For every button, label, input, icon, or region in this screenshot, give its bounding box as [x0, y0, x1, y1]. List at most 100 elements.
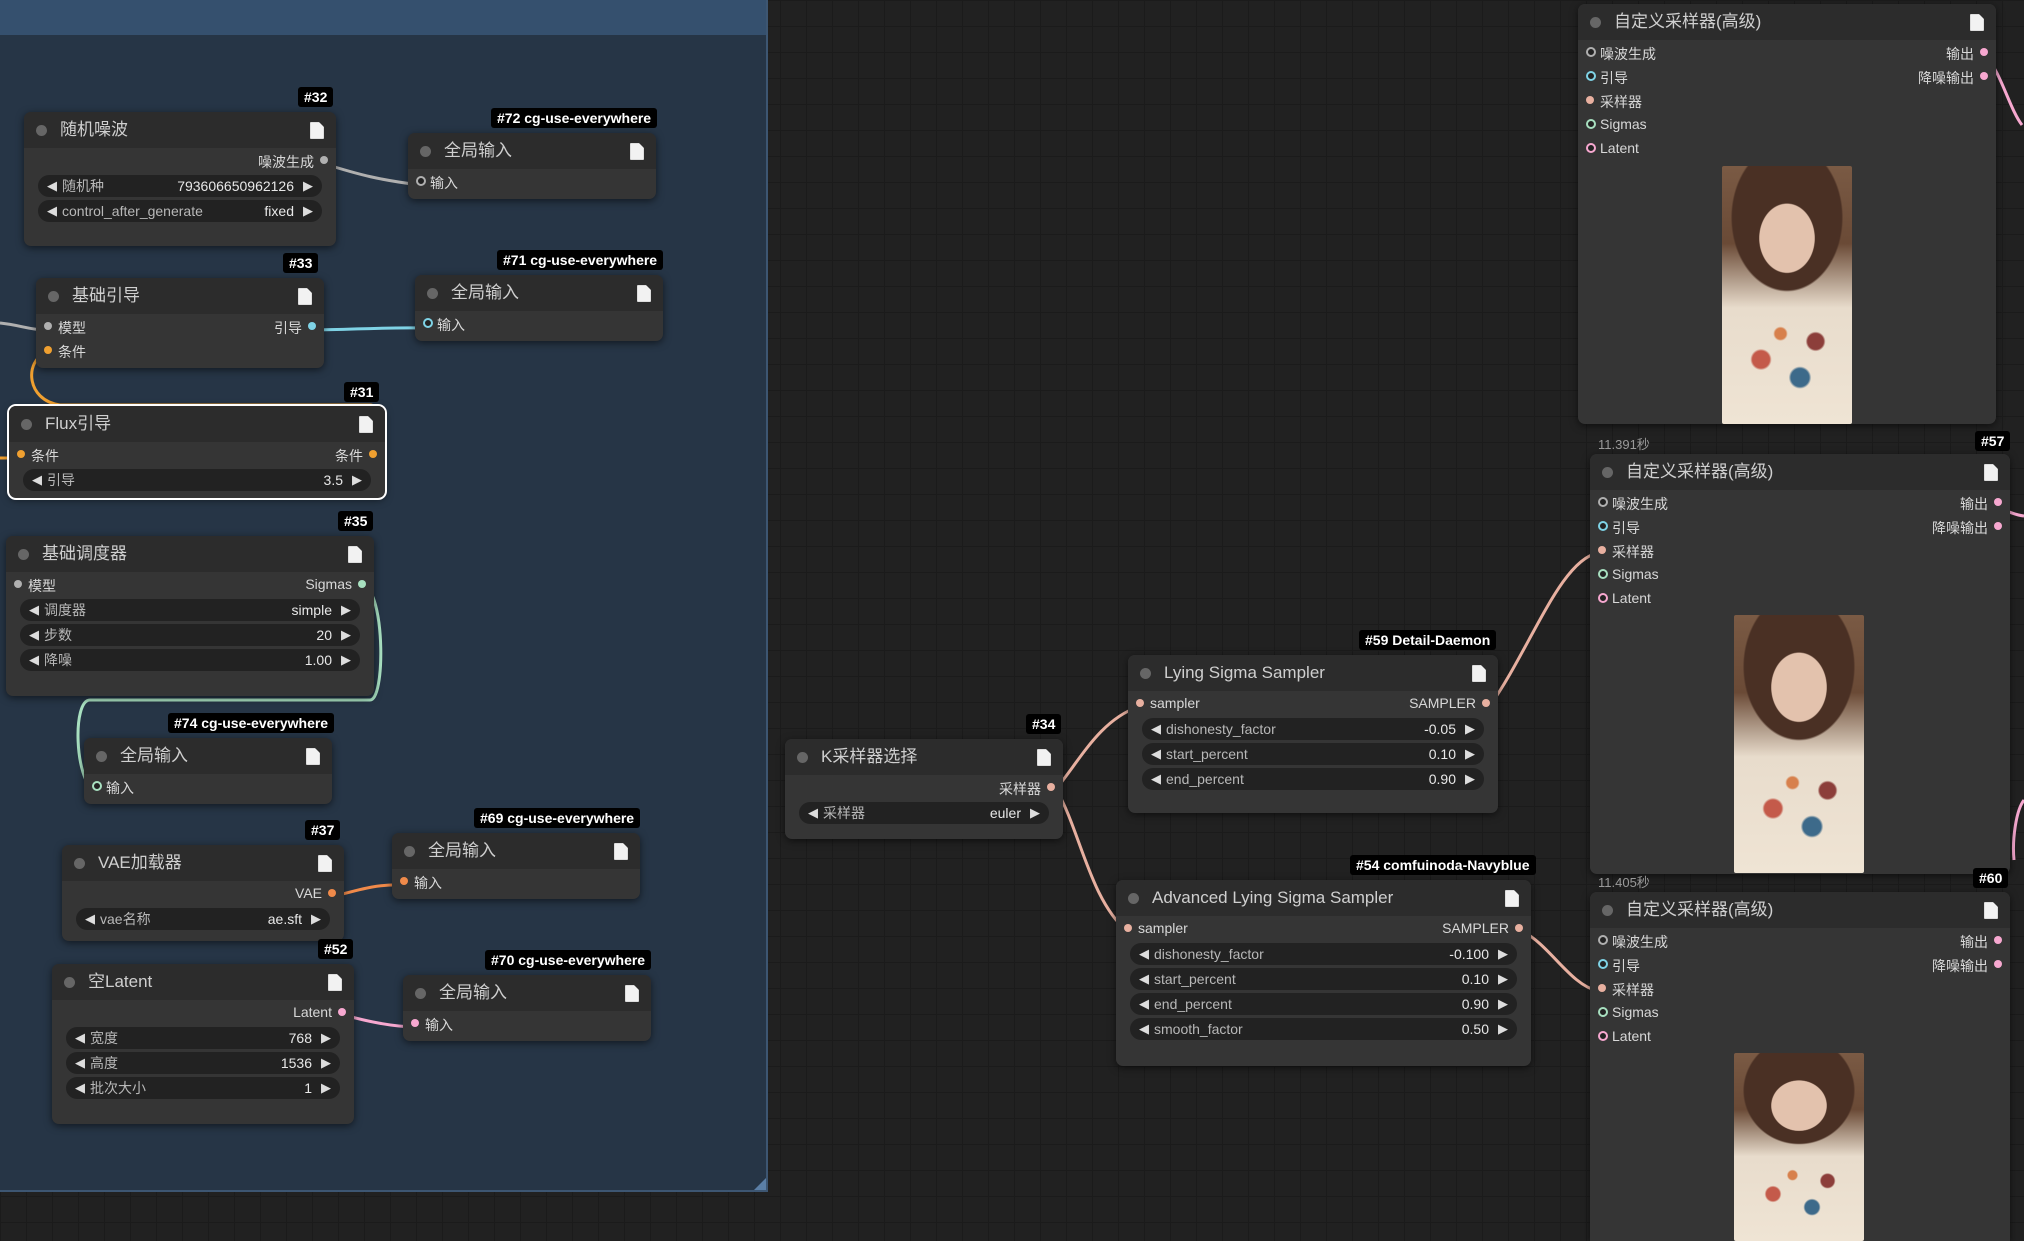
node-title-bar[interactable]: 基础引导 — [36, 278, 324, 314]
node-title-bar[interactable]: K采样器选择 — [785, 739, 1063, 775]
document-icon[interactable] — [637, 285, 651, 302]
collapse-dot-icon[interactable] — [96, 751, 107, 762]
collapse-dot-icon[interactable] — [420, 146, 431, 157]
node-title-bar[interactable]: 全局输入 — [84, 738, 332, 774]
arrow-right-icon[interactable]: ▶ — [303, 203, 313, 218]
node-title-bar[interactable]: 全局输入 — [415, 275, 663, 311]
arrow-right-icon[interactable]: ▶ — [352, 472, 362, 487]
output-socket[interactable] — [1047, 783, 1055, 791]
input-socket[interactable] — [1598, 497, 1608, 507]
arrow-left-icon[interactable]: ◀ — [75, 1030, 85, 1045]
collapse-dot-icon[interactable] — [1602, 467, 1613, 478]
node-title-bar[interactable]: 全局输入 — [408, 133, 656, 169]
input-socket[interactable] — [92, 781, 102, 791]
arrow-left-icon[interactable]: ◀ — [1139, 996, 1149, 1011]
output-socket[interactable] — [1994, 498, 2002, 506]
arrow-right-icon[interactable]: ▶ — [1465, 746, 1475, 761]
collapse-dot-icon[interactable] — [1590, 17, 1601, 28]
output-socket[interactable] — [308, 322, 316, 330]
input-socket[interactable] — [411, 1019, 419, 1027]
output-socket[interactable] — [1980, 48, 1988, 56]
dishonesty-factor-widget[interactable]: ◀dishonesty_factor-0.100▶ — [1130, 943, 1517, 965]
collapse-dot-icon[interactable] — [415, 988, 426, 999]
arrow-left-icon[interactable]: ◀ — [29, 652, 39, 667]
document-icon[interactable] — [614, 843, 628, 860]
output-socket[interactable] — [1980, 72, 1988, 80]
node-global-input-69[interactable]: 全局输入 输入 — [392, 833, 640, 899]
input-socket[interactable] — [1598, 984, 1606, 992]
node-title-bar[interactable]: 自定义采样器(高级) — [1590, 892, 2010, 928]
document-icon[interactable] — [359, 416, 373, 433]
collapse-dot-icon[interactable] — [427, 288, 438, 299]
document-icon[interactable] — [310, 122, 324, 139]
input-socket[interactable] — [1586, 47, 1596, 57]
arrow-left-icon[interactable]: ◀ — [1139, 971, 1149, 986]
document-icon[interactable] — [306, 748, 320, 765]
document-icon[interactable] — [298, 288, 312, 305]
arrow-left-icon[interactable]: ◀ — [1139, 946, 1149, 961]
collapse-dot-icon[interactable] — [404, 846, 415, 857]
node-title-bar[interactable]: VAE加载器 — [62, 845, 344, 881]
arrow-left-icon[interactable]: ◀ — [1151, 746, 1161, 761]
collapse-dot-icon[interactable] — [1602, 905, 1613, 916]
document-icon[interactable] — [1984, 464, 1998, 481]
arrow-left-icon[interactable]: ◀ — [29, 602, 39, 617]
arrow-right-icon[interactable]: ▶ — [1498, 946, 1508, 961]
node-title-bar[interactable]: Advanced Lying Sigma Sampler — [1116, 880, 1531, 916]
input-socket[interactable] — [1586, 119, 1596, 129]
output-socket[interactable] — [1515, 924, 1523, 932]
input-socket[interactable] — [44, 346, 52, 354]
arrow-left-icon[interactable]: ◀ — [1151, 721, 1161, 736]
collapse-dot-icon[interactable] — [74, 858, 85, 869]
arrow-right-icon[interactable]: ▶ — [341, 652, 351, 667]
input-socket[interactable] — [1586, 96, 1594, 104]
collapse-dot-icon[interactable] — [18, 549, 29, 560]
input-socket[interactable] — [1598, 959, 1608, 969]
arrow-right-icon[interactable]: ▶ — [1030, 805, 1040, 820]
document-icon[interactable] — [348, 546, 362, 563]
input-socket[interactable] — [1598, 546, 1606, 554]
input-socket[interactable] — [14, 580, 22, 588]
arrow-right-icon[interactable]: ▶ — [1498, 1021, 1508, 1036]
node-title-bar[interactable]: 随机噪波 — [24, 112, 336, 148]
node-global-input-71[interactable]: 全局输入 输入 — [415, 275, 663, 341]
input-socket[interactable] — [1586, 71, 1596, 81]
arrow-right-icon[interactable]: ▶ — [321, 1080, 331, 1095]
output-socket[interactable] — [1994, 960, 2002, 968]
arrow-right-icon[interactable]: ▶ — [311, 911, 321, 926]
document-icon[interactable] — [625, 985, 639, 1002]
preview-image-3[interactable] — [1734, 1053, 1864, 1241]
arrow-right-icon[interactable]: ▶ — [303, 178, 313, 193]
input-socket[interactable] — [1598, 569, 1608, 579]
arrow-left-icon[interactable]: ◀ — [47, 203, 57, 218]
node-title-bar[interactable]: 自定义采样器(高级) — [1578, 4, 1996, 40]
arrow-right-icon[interactable]: ▶ — [341, 602, 351, 617]
arrow-right-icon[interactable]: ▶ — [1465, 721, 1475, 736]
arrow-left-icon[interactable]: ◀ — [29, 627, 39, 642]
document-icon[interactable] — [1472, 665, 1486, 682]
arrow-right-icon[interactable]: ▶ — [1498, 971, 1508, 986]
arrow-right-icon[interactable]: ▶ — [1465, 771, 1475, 786]
input-socket[interactable] — [423, 318, 433, 328]
arrow-left-icon[interactable]: ◀ — [808, 805, 818, 820]
arrow-right-icon[interactable]: ▶ — [321, 1030, 331, 1045]
node-global-input-74[interactable]: 全局输入 输入 — [84, 738, 332, 804]
input-socket[interactable] — [1136, 699, 1144, 707]
document-icon[interactable] — [1970, 14, 1984, 31]
collapse-dot-icon[interactable] — [1140, 668, 1151, 679]
input-socket[interactable] — [17, 450, 25, 458]
